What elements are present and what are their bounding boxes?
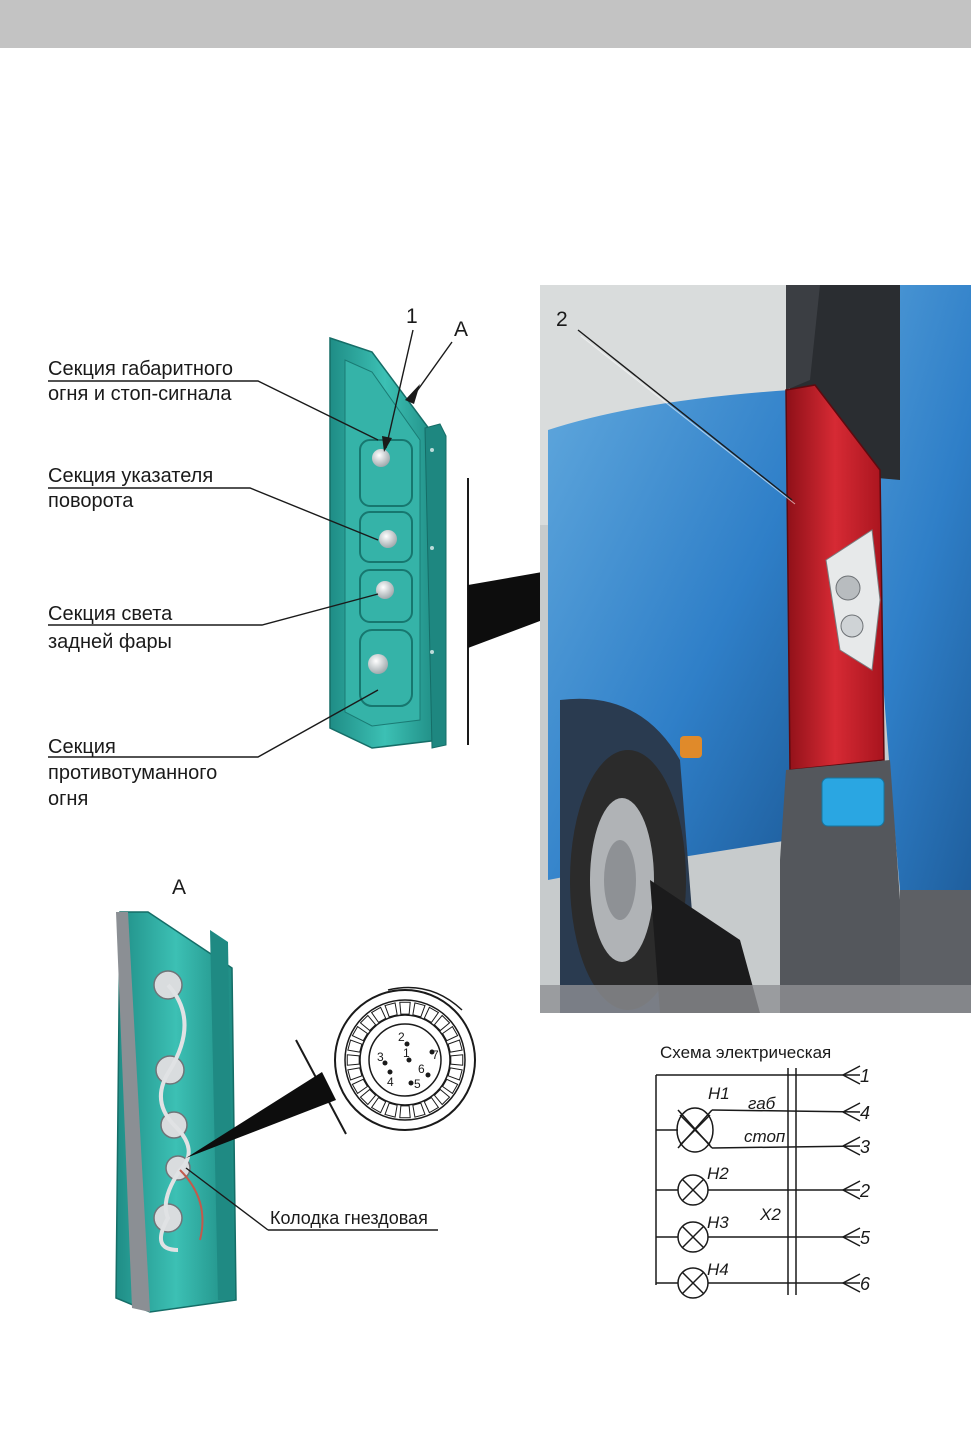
callout-2: 2 (556, 308, 568, 332)
bulb-icon (376, 581, 394, 599)
pin-number: 3 (377, 1050, 384, 1064)
label-turn-line1: Секция указателя (48, 465, 213, 487)
lamp-h2: H2 (707, 1163, 729, 1185)
view-a-title: A (172, 876, 186, 900)
connector-x2: X2 (760, 1204, 781, 1226)
tail-lamp-front-view (330, 338, 446, 748)
bulb-icon (379, 530, 397, 548)
label-gabarit-line2: огня и стоп-сигнала (48, 383, 232, 405)
label-fog-line1: Секция (48, 736, 116, 758)
callout-1: 1 (406, 305, 418, 329)
pin-number: 4 (387, 1075, 394, 1089)
label-gabarit-line1: Секция габаритного (48, 358, 233, 380)
label-connector: Колодка гнездовая (270, 1207, 428, 1229)
pin-number: 1 (403, 1046, 410, 1060)
terminal-3: 3 (860, 1136, 870, 1158)
label-reverse-line2: задней фары (48, 631, 172, 653)
connector-tooth (451, 1055, 463, 1065)
pin-number: 7 (432, 1048, 439, 1062)
connector-tooth (400, 1002, 410, 1014)
tail-lamp-rear-view (116, 912, 236, 1312)
connector-tooth (400, 1106, 410, 1118)
label-fog-line3: огня (48, 788, 88, 810)
label-turn-line2: поворота (48, 490, 133, 512)
van-rear-photo (540, 285, 971, 1013)
pin-number: 6 (418, 1062, 425, 1076)
label-fog-line2: противотуманного (48, 762, 217, 784)
terminal-6: 6 (860, 1273, 870, 1295)
bulb-icon (368, 654, 388, 674)
label-reverse-line1: Секция света (48, 603, 172, 625)
wire-label-stop: стоп (744, 1126, 785, 1148)
lamp-h3: H3 (707, 1212, 729, 1234)
terminal-2: 2 (860, 1180, 870, 1202)
callout-view-a: A (454, 318, 468, 342)
wire-label-gab: габ (748, 1093, 775, 1115)
lamp-h1: H1 (708, 1083, 730, 1105)
pin-number: 5 (414, 1077, 421, 1091)
pin-number: 2 (398, 1030, 405, 1044)
connector-tooth (347, 1055, 359, 1065)
terminal-1: 1 (860, 1065, 870, 1087)
lamp-h4: H4 (707, 1259, 729, 1281)
bulb-icon (372, 449, 390, 467)
terminal-4: 4 (860, 1102, 870, 1124)
schematic-title: Схема электрическая (660, 1042, 831, 1064)
terminal-5: 5 (860, 1227, 870, 1249)
